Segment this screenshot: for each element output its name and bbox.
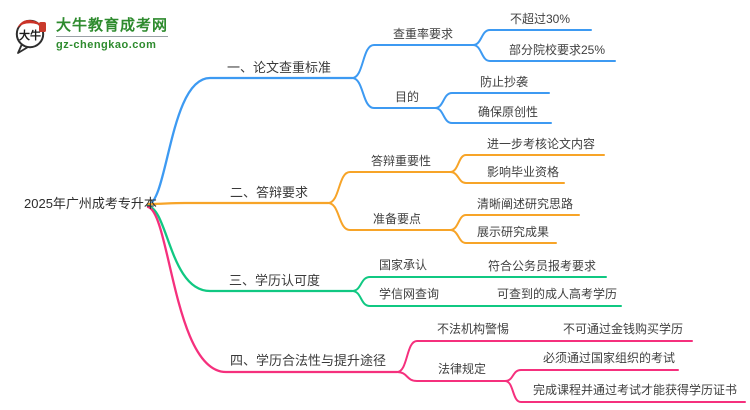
topic-2: 二、答辩要求 [230,185,309,200]
logo-seal-text: 大牛 [19,28,41,42]
logo-bubble-icon: 大牛 [15,19,46,54]
leaf-4-2-1: 必须通过国家组织的考试 [543,351,676,365]
leaf-1-1-1: 不超过30% [510,12,571,26]
leaf-1-1-2-underline [472,44,616,62]
leaf-4-2-2-underline [504,380,746,403]
leaf-2-2-2: 展示研究成果 [477,225,550,239]
branch-3-lines [146,204,622,307]
root-topic: 2025年广州成考专升本 [24,196,157,211]
leaf-1-1-2: 部分院校要求25% [509,43,606,57]
logo-site-url: gz-chengkao.com [56,36,169,52]
leaf-2-1-2-underline [449,171,565,184]
topic-1: 一、论文查重标准 [227,60,332,75]
leaf-2-1-2: 影响毕业资格 [487,165,560,179]
topic-3: 三、学历认可度 [229,273,321,288]
leaf-1-2-2: 确保原创性 [478,105,539,119]
topic-2-1: 答辩重要性 [371,154,432,168]
topic-3-2: 学信网查询 [379,287,440,301]
topic-4-2-underline [396,371,506,382]
topic-1-1-underline [351,44,474,79]
topic-3-2-underline [351,290,622,307]
leaf-1-2-2-underline [434,107,552,124]
leaf-3-2-1: 可查到的成人高考学历 [497,287,618,301]
branch-2-lines [146,154,605,244]
leaf-2-2-1: 清晰阐述研究思路 [477,197,574,211]
topic-1-2-underline [351,77,436,109]
site-logo: 大牛 大牛教育成考网 gz-chengkao.com [12,13,169,55]
topic-4: 四、学历合法性与提升途径 [230,353,387,368]
leaf-3-1-1: 符合公务员报考要求 [488,259,597,273]
branch-1-lines [146,29,616,207]
logo-site-name: 大牛教育成考网 [56,17,169,34]
leaf-2-1-1: 进一步考核论文内容 [487,137,596,151]
topic-4-1-underline [396,340,693,373]
topic-1-2: 目的 [395,90,420,104]
branch-1-main-line [146,76,354,207]
leaf-2-2-2-underline [449,229,557,244]
branch-2-main-line [146,201,330,206]
topic-1-1: 查重率要求 [393,27,454,41]
branch-4-lines [146,205,746,403]
leaf-4-1-1: 不可通过金钱购买学历 [563,322,684,336]
leaf-1-2-1: 防止抄袭 [480,75,529,89]
leaf-4-2-1-underline [504,369,679,382]
leaf-4-2-2: 完成课程并通过考试才能获得学历证书 [533,383,738,397]
topic-2-1-underline [327,171,451,204]
topic-2-2: 准备要点 [373,212,422,226]
topic-2-2-underline [327,202,451,231]
topic-4-1: 不法机构警惕 [437,322,510,336]
logo-seal [39,22,46,32]
branch-3-main-line [146,204,354,293]
branch-4-main-line [146,205,399,374]
logo-red-cap [17,19,43,28]
topic-3-1: 国家承认 [379,258,428,272]
topic-4-2: 法律规定 [438,362,487,376]
